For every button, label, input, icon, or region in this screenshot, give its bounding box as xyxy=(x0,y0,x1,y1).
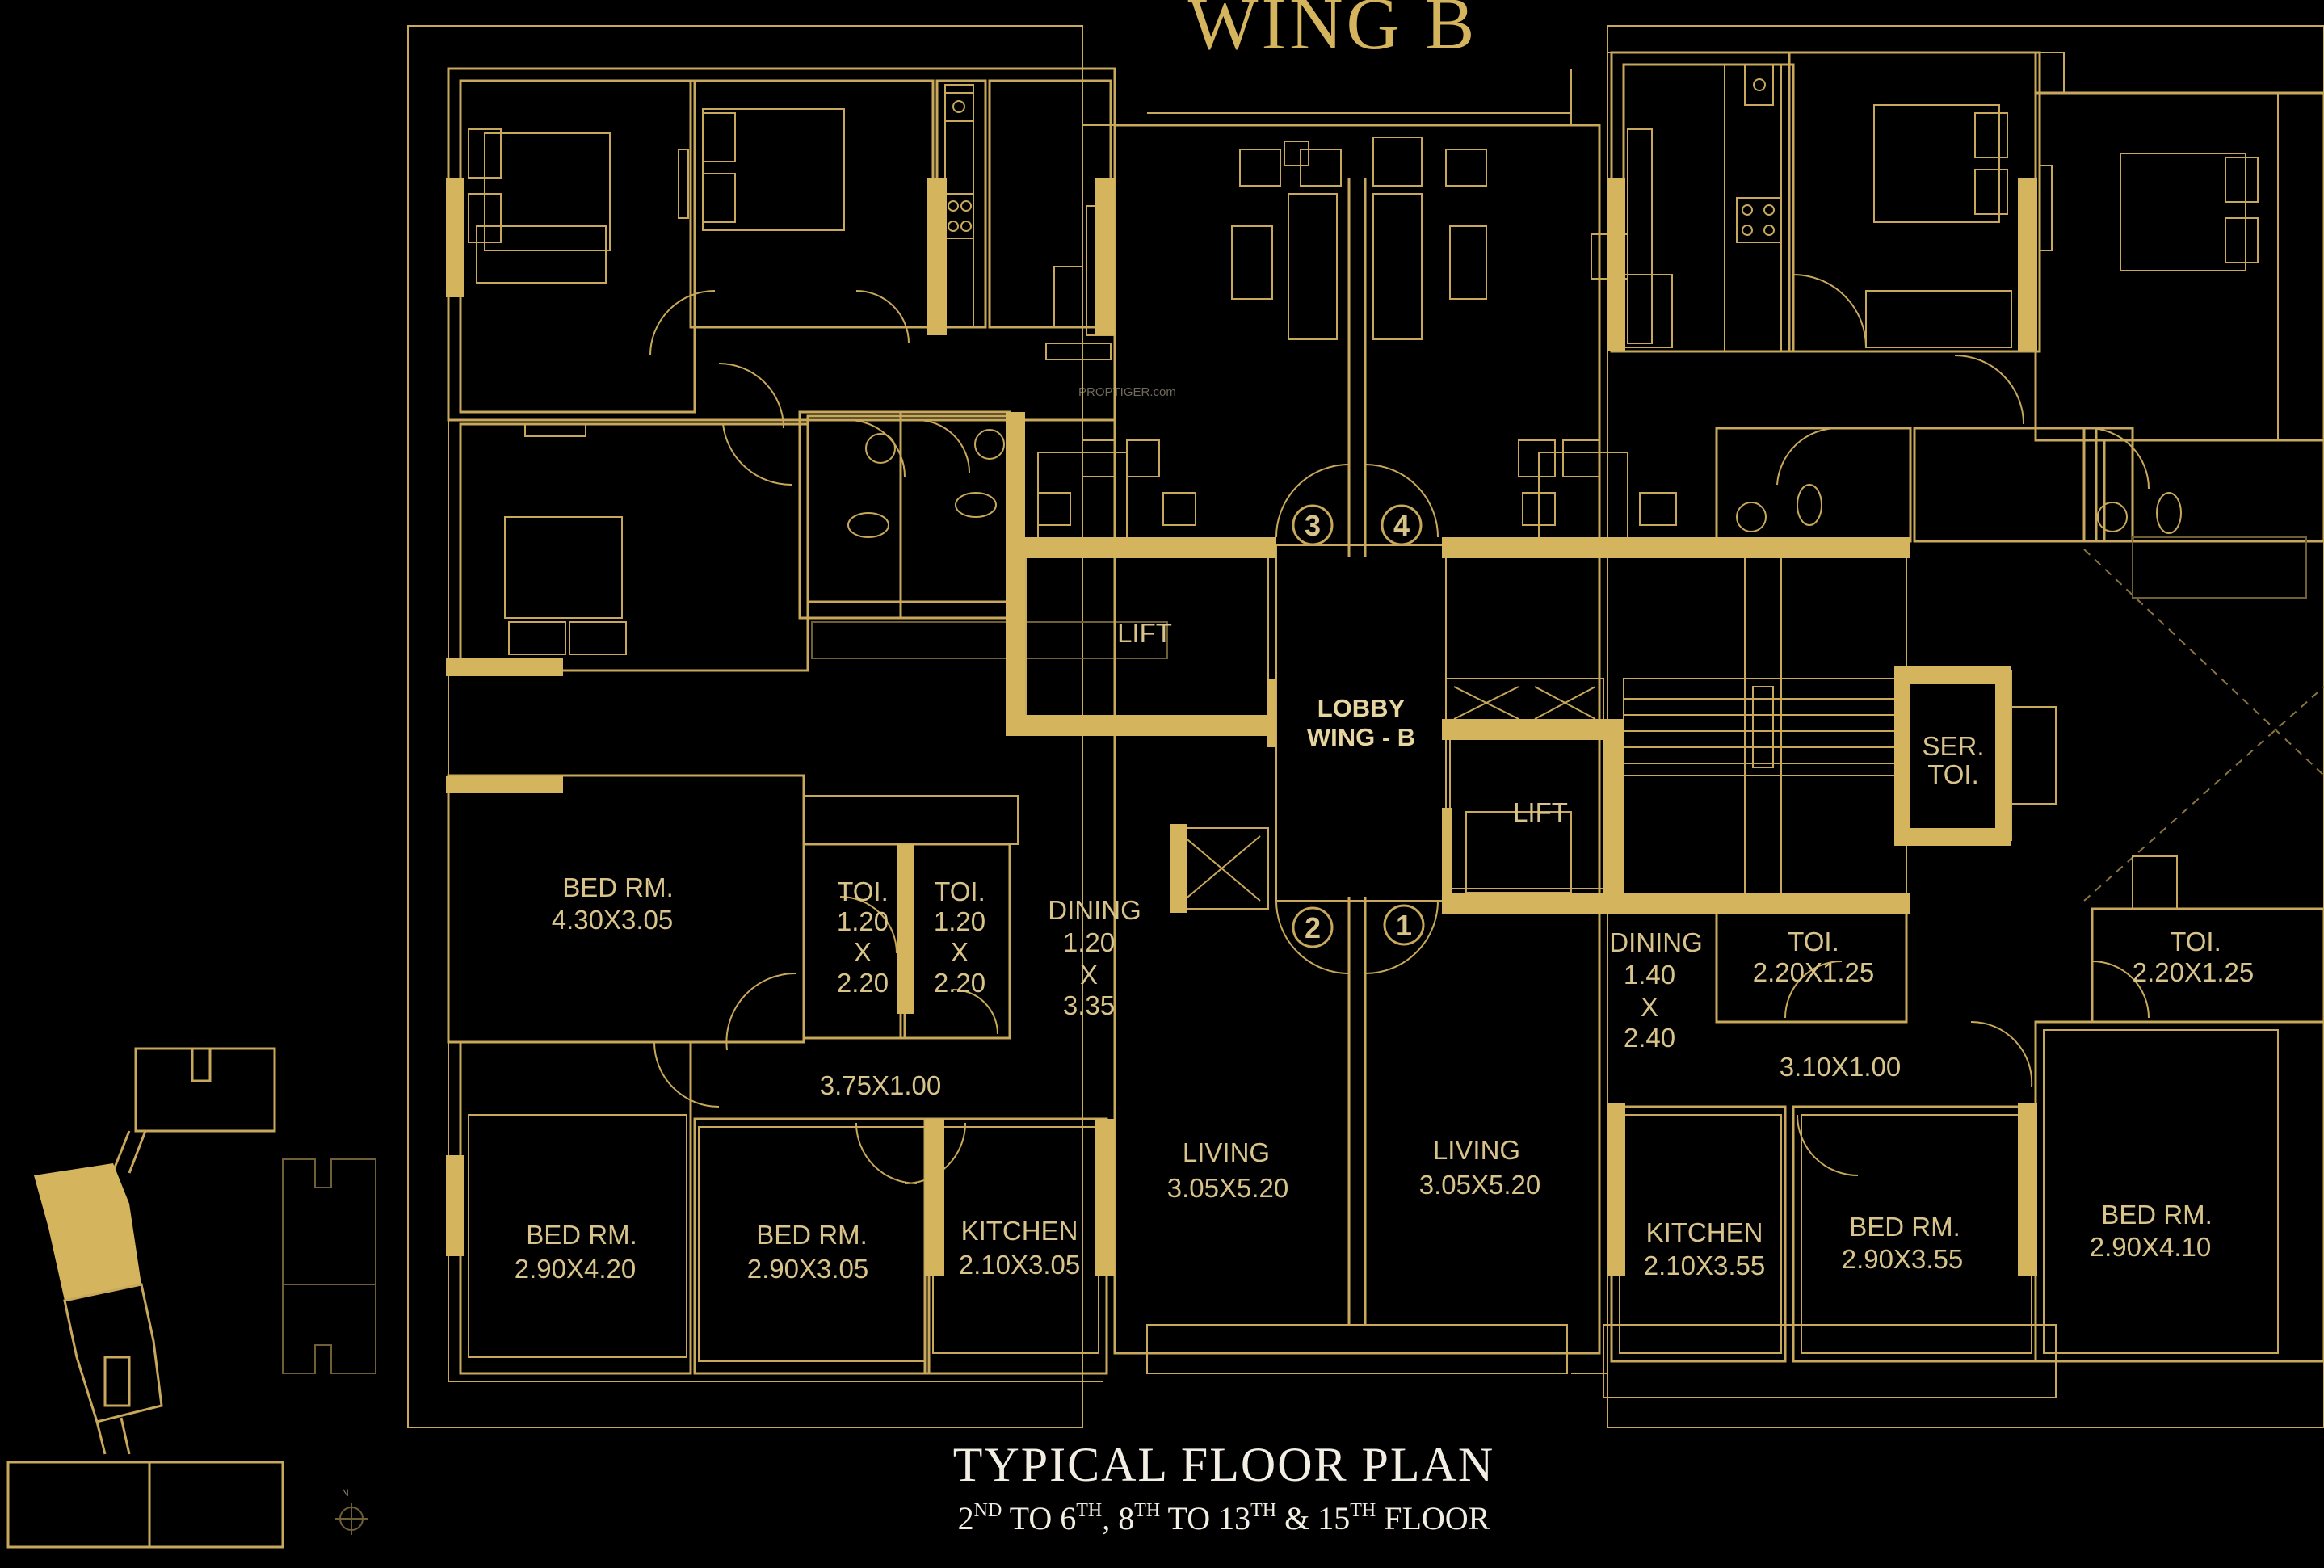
toi-d-size: 2.20X1.25 xyxy=(2133,957,2254,987)
dining-left-x: X xyxy=(1080,960,1098,990)
passage-left-size: 3.75X1.00 xyxy=(820,1070,941,1100)
stair-number-3: 3 xyxy=(1305,509,1321,542)
toi-b-w: 1.20 xyxy=(934,906,985,936)
passage-right-size: 3.10X1.00 xyxy=(1780,1052,1901,1082)
bed-top-left-name: BED RM. xyxy=(562,872,674,902)
toi-a-x: X xyxy=(854,937,872,967)
dining-left-h: 3.35 xyxy=(1063,990,1115,1020)
wing-title: WING B xyxy=(1188,0,1478,65)
bed-mid-left-size: 2.90X3.05 xyxy=(747,1254,868,1284)
kitchen-right-name: KITCHEN xyxy=(1646,1217,1763,1247)
compass-label: N xyxy=(342,1487,349,1499)
toi-b-h: 2.20 xyxy=(934,968,985,998)
dining-left-name: DINING xyxy=(1048,895,1141,925)
lift-label-right: LIFT xyxy=(1513,797,1568,827)
stair-number-1: 1 xyxy=(1396,909,1412,942)
toi-a-w: 1.20 xyxy=(837,906,889,936)
left-flat-bottom xyxy=(447,774,1108,1375)
bed-left-name: BED RM. xyxy=(526,1220,637,1250)
toi-c-size: 2.20X1.25 xyxy=(1753,957,1874,987)
toi-a-name: TOI. xyxy=(837,876,889,906)
lobby-label-line1: LOBBY xyxy=(1317,694,1406,722)
bed-mid-right-name: BED RM. xyxy=(1849,1212,1960,1242)
dining-right-x: X xyxy=(1641,992,1658,1022)
bed-top-left-size: 4.30X3.05 xyxy=(552,905,673,935)
room-labels: BED RM. 4.30X3.05 TOI. 1.20 X 2.20 TOI. … xyxy=(515,872,2254,1284)
stair-markers: 3 4 2 1 xyxy=(1292,504,1425,948)
living-right-name: LIVING xyxy=(1433,1135,1520,1165)
lift-label-left: LIFT xyxy=(1117,618,1172,648)
living-right-size: 3.05X5.20 xyxy=(1419,1170,1540,1200)
bed-right-size: 2.90X4.10 xyxy=(2090,1232,2211,1262)
toi-c-name: TOI. xyxy=(1788,927,1839,956)
dining-left-w: 1.20 xyxy=(1063,927,1115,957)
dining-right-w: 1.40 xyxy=(1624,960,1675,990)
right-flat-top xyxy=(1591,51,2324,599)
dining-right-h: 2.40 xyxy=(1624,1023,1675,1053)
kitchen-left-size: 2.10X3.05 xyxy=(959,1250,1080,1280)
ser-toi-label-line2: TOI. xyxy=(1927,759,1979,789)
toi-d-name: TOI. xyxy=(2170,927,2221,956)
toi-b-name: TOI. xyxy=(934,876,985,906)
bed-left-size: 2.90X4.20 xyxy=(515,1254,636,1284)
stair-number-4: 4 xyxy=(1393,509,1410,542)
bed-right-name: BED RM. xyxy=(2101,1200,2213,1230)
footer-title: TYPICAL FLOOR PLAN xyxy=(953,1438,1494,1491)
kitchen-right-size: 2.10X3.55 xyxy=(1644,1251,1765,1280)
living-left-size: 3.05X5.20 xyxy=(1167,1173,1288,1203)
living-left-name: LIVING xyxy=(1183,1137,1270,1167)
bed-mid-right-size: 2.90X3.55 xyxy=(1842,1244,1963,1274)
stair-number-2: 2 xyxy=(1305,911,1321,944)
watermark: PROPTIGER.com xyxy=(1078,385,1176,399)
key-plan: N xyxy=(6,1047,376,1549)
bed-mid-left-name: BED RM. xyxy=(756,1220,868,1250)
toi-a-h: 2.20 xyxy=(837,968,889,998)
structural-walls xyxy=(446,178,2037,1276)
ser-toi-label-line1: SER. xyxy=(1922,731,1984,761)
footer-floors: 2ND TO 6TH, 8TH TO 13TH & 15TH FLOOR xyxy=(958,1500,1490,1536)
furniture-left-top xyxy=(468,92,974,655)
lobby-label-line2: WING - B xyxy=(1307,723,1415,751)
toi-b-x: X xyxy=(951,937,969,967)
kitchen-left-name: KITCHEN xyxy=(961,1216,1078,1246)
dining-right-name: DINING xyxy=(1609,927,1703,957)
toilets-left-top xyxy=(806,414,1011,603)
